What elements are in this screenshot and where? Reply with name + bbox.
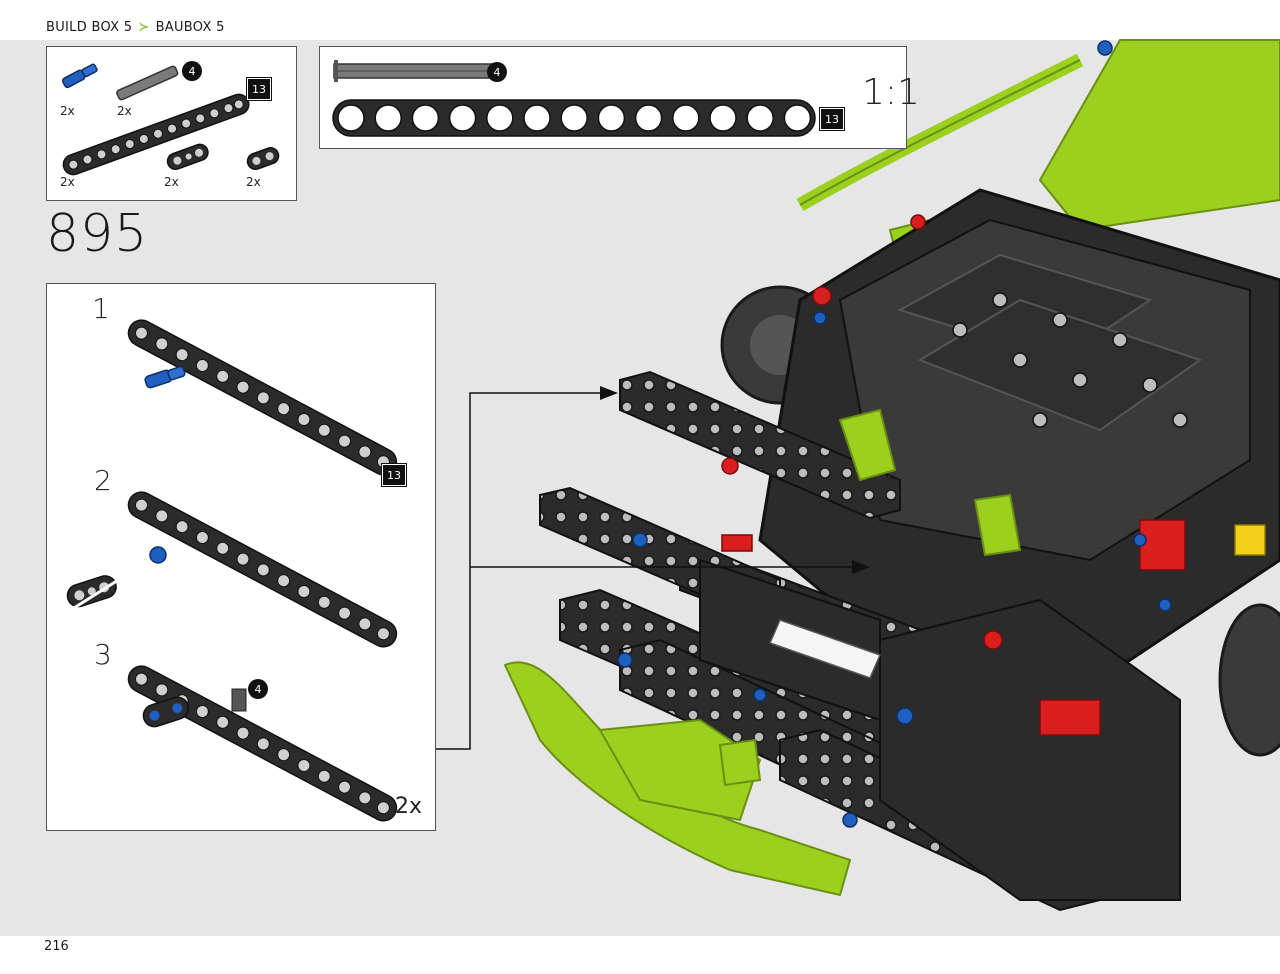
beam-hole	[634, 104, 663, 132]
footer-strip	[0, 936, 1280, 974]
sub-step-3-axle-icon	[231, 688, 247, 712]
beam-hole	[523, 104, 551, 132]
black-short-beam-icon	[246, 147, 280, 171]
assembly-arrow-icon	[65, 563, 143, 615]
blue-axle-pin-icon	[61, 63, 98, 89]
scale-axle-length: 4	[487, 62, 507, 82]
scale-beam-length: 13	[819, 107, 845, 131]
beam-hole	[374, 104, 402, 132]
sub-step-2-beam-icon	[127, 491, 398, 648]
sub-step-3-beam-icon	[127, 665, 398, 822]
beam-hole	[672, 104, 700, 132]
length-label-beam: 13	[246, 77, 272, 101]
scale-ratio: 1:1	[862, 72, 920, 113]
page-number: 216	[44, 939, 69, 954]
qty-blue-axle-pin: 2x	[60, 104, 75, 118]
sub-assembly-illustration	[65, 319, 398, 822]
header-strip	[0, 0, 1280, 40]
sub-step-1-beam-length: 13	[381, 463, 407, 487]
beam-hole	[746, 104, 774, 132]
axle-1to1-icon	[333, 60, 497, 82]
sub-step-1-blue-pin-icon	[144, 365, 186, 389]
beam-hole	[486, 104, 514, 132]
black-double-connector-icon	[166, 143, 209, 171]
beam-hole	[448, 104, 477, 132]
sub-step-3-label: 3	[94, 638, 112, 671]
beam-hole	[337, 104, 365, 132]
grey-axle-icon	[116, 65, 179, 101]
qty-double-connector: 2x	[164, 175, 179, 189]
sub-step-3-axle-length: 4	[248, 679, 268, 699]
beam-hole	[783, 104, 812, 132]
breadcrumb-en: BUILD BOX 5	[46, 20, 133, 35]
qty-short-beam: 2x	[246, 175, 261, 189]
beam-hole	[560, 104, 588, 132]
sub-step-3-connector-icon	[142, 696, 190, 728]
breadcrumb-separator-icon: ≻	[138, 20, 150, 35]
black-beam-13-icon	[62, 93, 250, 176]
parts-list-illustration	[61, 63, 280, 176]
breadcrumb: BUILD BOX 5 ≻ BAUBOX 5	[46, 20, 225, 35]
breadcrumb-de: BAUBOX 5	[155, 20, 225, 35]
beam-holes	[337, 104, 812, 132]
sub-step-2-connector-icon	[66, 575, 117, 608]
length-label-axle: 4	[182, 61, 202, 81]
step-number: 895	[46, 204, 149, 264]
scale-illustration	[332, 60, 816, 137]
beam-hole	[597, 104, 626, 132]
beam-hole	[411, 104, 440, 132]
beam-hole	[709, 104, 737, 132]
assembly-multiplier: 2x	[395, 794, 423, 819]
qty-black-beam-13: 2x	[60, 175, 75, 189]
sub-step-1-beam-icon	[127, 319, 398, 476]
sub-step-2-label: 2	[94, 464, 112, 497]
qty-grey-axle: 2x	[117, 104, 132, 118]
sub-step-1-label: 1	[92, 292, 110, 325]
